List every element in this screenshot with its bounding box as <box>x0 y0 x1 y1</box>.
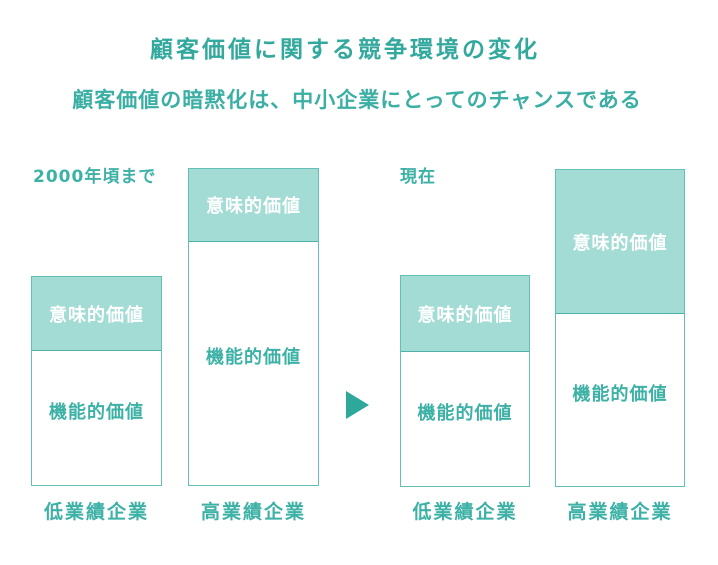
right-arrow-icon <box>346 391 369 419</box>
segment-semantic-value: 意味的価値 <box>401 276 529 352</box>
segment-label: 意味的価値 <box>572 232 668 254</box>
bar-present-low-performer: 意味的価値 機能的価値 <box>400 275 530 487</box>
segment-label: 意味的価値 <box>49 304 144 326</box>
segment-semantic-value: 意味的価値 <box>556 170 684 314</box>
category-label-low-performer: 低業績企業 <box>412 501 518 523</box>
segment-functional-value: 機能的価値 <box>32 351 161 485</box>
page-title: 顧客価値に関する競争環境の変化 <box>150 37 540 63</box>
segment-semantic-value: 意味的価値 <box>32 277 161 351</box>
bar-present-high-performer: 意味的価値 機能的価値 <box>555 169 685 487</box>
segment-label: 機能的価値 <box>206 347 301 368</box>
period-label-until-2000: 2000年頃まで <box>33 167 157 187</box>
segment-label: 意味的価値 <box>417 304 513 326</box>
category-label-high-performer: 高業績企業 <box>567 501 673 523</box>
bar-until2000-low-performer: 意味的価値 機能的価値 <box>31 276 162 486</box>
segment-functional-value: 機能的価値 <box>189 242 318 485</box>
category-label-high-performer: 高業績企業 <box>200 501 306 523</box>
segment-label: 機能的価値 <box>572 383 668 405</box>
category-label-low-performer: 低業績企業 <box>43 501 149 523</box>
period-label-present: 現在 <box>400 167 436 187</box>
segment-semantic-value: 意味的価値 <box>189 169 318 242</box>
bar-until2000-high-performer: 意味的価値 機能的価値 <box>188 168 319 486</box>
segment-label: 意味的価値 <box>206 196 301 217</box>
page-subtitle: 顧客価値の暗黙化は、中小企業にとってのチャンスである <box>72 88 642 112</box>
segment-label: 機能的価値 <box>49 401 144 423</box>
segment-functional-value: 機能的価値 <box>556 314 684 486</box>
segment-label: 機能的価値 <box>417 402 513 424</box>
segment-functional-value: 機能的価値 <box>401 352 529 486</box>
